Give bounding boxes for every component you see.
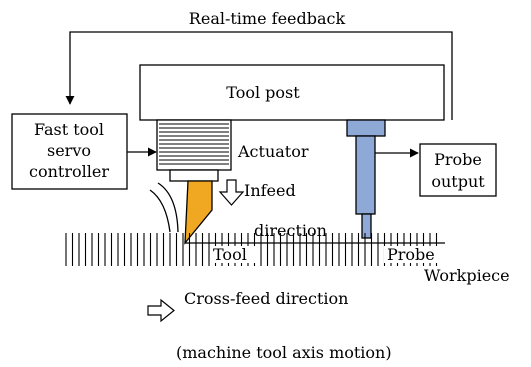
probe-output-label-line2: output — [431, 172, 485, 191]
controller-box — [11, 113, 128, 190]
actuator-label: Actuator — [237, 142, 309, 161]
tool-label-bg — [211, 246, 257, 263]
controller-label-line3: controller — [29, 162, 109, 181]
tool-post-label: Tool post — [226, 83, 300, 102]
infeed-label: Infeed — [244, 181, 296, 200]
controller-label-line2: servo — [47, 141, 91, 160]
cross-feed-label: Cross-feed direction — [184, 289, 348, 308]
tool-post-box — [139, 64, 445, 121]
controller-label-line1: Fast tool — [34, 120, 104, 139]
tool — [184, 180, 213, 245]
tool-label: Tool — [213, 245, 247, 264]
actuator — [156, 119, 232, 171]
tool-holder — [169, 169, 219, 182]
chip-curl-outer — [149, 189, 171, 233]
feedback-label: Real-time feedback — [189, 9, 346, 28]
chip-curl-inner — [157, 182, 179, 233]
probe-output-label-line1: Probe — [434, 150, 482, 169]
probe-output-box — [419, 143, 497, 197]
direction-label: direction — [254, 221, 327, 240]
axis-motion-label: (machine tool axis motion) — [176, 343, 392, 362]
probe — [346, 119, 386, 239]
workpiece-label: Workpiece — [424, 266, 510, 285]
cross-feed-arrow — [147, 298, 175, 323]
probe-label: Probe — [387, 245, 435, 264]
probe-label-bg — [384, 246, 442, 263]
feedback-loop-line — [65, 31, 453, 120]
infeed-arrow — [218, 179, 245, 206]
